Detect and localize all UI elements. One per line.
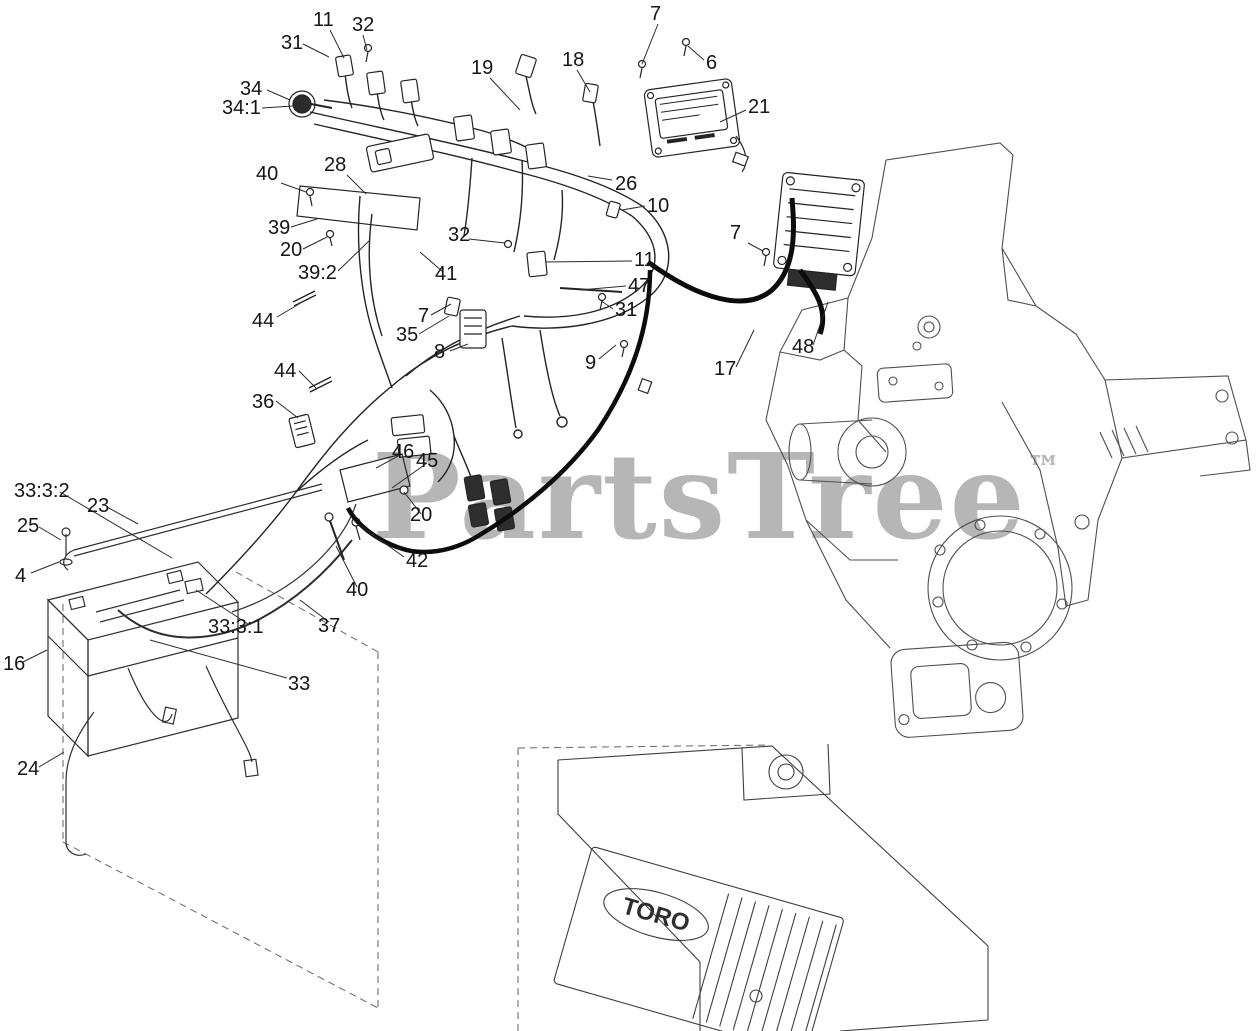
base-plate: TORO (553, 743, 989, 1031)
callout-39-2: 39:2 (298, 262, 337, 284)
power-cables (345, 197, 826, 555)
ecu-module (643, 78, 741, 158)
callout-20-2: 20 (410, 504, 433, 526)
watermark-trademark: ™ (1026, 449, 1061, 489)
callout-11: 11 (313, 9, 334, 31)
callout-41: 41 (435, 263, 458, 285)
dashed-panel-lines (62, 571, 771, 1031)
callout-24: 24 (17, 758, 40, 780)
callout-23: 23 (87, 495, 110, 517)
callout-44: 44 (252, 310, 275, 332)
machine-frame (765, 142, 1251, 738)
callout-39: 39 (268, 217, 291, 239)
ecm-module (773, 171, 865, 291)
callout-19: 19 (471, 57, 494, 79)
callout-34: 34 (240, 78, 263, 100)
callout-46: 46 (392, 441, 415, 463)
callout-45: 45 (416, 450, 439, 472)
callout-33-3-2: 33:3:2 (14, 480, 70, 502)
callout-7-2: 7 (730, 222, 742, 244)
callout-21: 21 (748, 96, 771, 118)
callout-20: 20 (280, 239, 303, 261)
callout-9: 9 (585, 352, 597, 374)
callout-42: 42 (406, 550, 429, 572)
callout-17: 17 (714, 358, 737, 380)
callout-26: 26 (615, 173, 638, 195)
harness-components (288, 37, 865, 561)
callout-48: 48 (792, 336, 815, 358)
callout-7-3: 7 (418, 305, 430, 327)
callout-16: 16 (3, 653, 26, 675)
callout-40-2: 40 (346, 579, 369, 601)
battery-assembly (46, 483, 357, 856)
callout-44-2: 44 (274, 360, 297, 382)
callout-33: 33 (288, 673, 311, 695)
callout-4: 4 (15, 565, 27, 587)
callout-37: 37 (318, 615, 341, 637)
screw-icons (305, 37, 771, 561)
callout-11-2: 11 (634, 249, 655, 271)
callout-7: 7 (650, 3, 662, 25)
toro-logo-text: TORO (619, 893, 693, 938)
callout-34-1: 34:1 (222, 97, 261, 119)
callout-8: 8 (434, 341, 446, 363)
leader-lines (22, 23, 829, 768)
callout-35: 35 (396, 324, 419, 346)
callout-31-2: 31 (615, 299, 638, 321)
callout-47: 47 (628, 275, 651, 297)
callout-31: 31 (281, 32, 304, 54)
callout-40: 40 (256, 163, 279, 185)
callout-25: 25 (17, 515, 40, 537)
callout-36: 36 (252, 391, 275, 413)
toro-decal: TORO (553, 846, 844, 1031)
callout-28: 28 (324, 154, 347, 176)
callout-32: 32 (352, 14, 375, 36)
callout-32-2: 32 (448, 224, 471, 246)
wiring-harness (205, 63, 670, 595)
callout-10: 10 (647, 195, 670, 217)
callout-33-3-1: 33:3:1 (208, 616, 264, 638)
callout-6: 6 (706, 52, 718, 74)
callout-18: 18 (562, 49, 585, 71)
